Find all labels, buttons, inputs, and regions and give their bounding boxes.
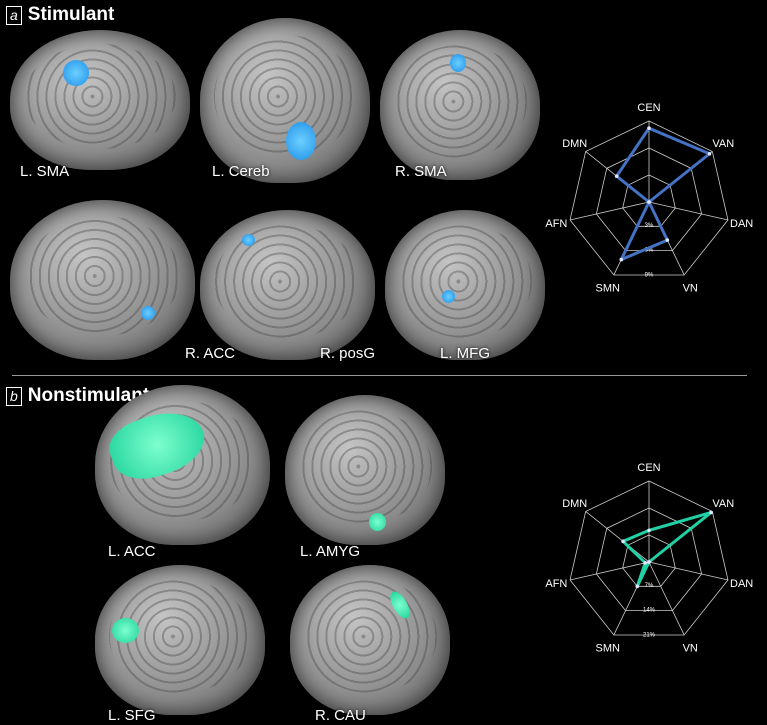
grid-spoke bbox=[569, 561, 650, 581]
grid-spoke bbox=[648, 561, 729, 581]
brain-image bbox=[10, 30, 190, 170]
brain-image bbox=[200, 18, 370, 183]
activation-blob bbox=[141, 306, 155, 320]
activation-blob bbox=[112, 618, 139, 643]
grid-ring bbox=[569, 120, 729, 276]
axis-label: CEN bbox=[637, 462, 660, 474]
brain-image bbox=[10, 200, 195, 360]
axis-label: AFN bbox=[545, 578, 567, 590]
data-point bbox=[621, 539, 625, 544]
activation-blob bbox=[442, 290, 455, 303]
axis-label: VN bbox=[683, 643, 698, 655]
data-point bbox=[614, 174, 619, 178]
activation-blob bbox=[63, 60, 89, 86]
tick-label: 6% bbox=[645, 248, 654, 254]
grid-spoke bbox=[648, 561, 685, 636]
grid-ring bbox=[569, 480, 729, 636]
panel-title-text: Stimulant bbox=[27, 4, 115, 25]
panel-b-title: b Nonstimulant bbox=[6, 385, 149, 407]
panel-divider bbox=[12, 375, 747, 376]
data-point bbox=[647, 560, 651, 564]
panel-letter: a bbox=[6, 5, 22, 25]
axis-label: CEN bbox=[637, 102, 660, 114]
tick-label: 21% bbox=[643, 633, 656, 639]
data-point bbox=[707, 151, 712, 156]
region-label: L. SMA bbox=[20, 163, 70, 180]
grid-ring bbox=[595, 147, 703, 252]
grid-ring bbox=[595, 507, 703, 612]
brain-image bbox=[200, 210, 375, 360]
data-point bbox=[635, 584, 640, 589]
axis-label: SMN bbox=[596, 283, 621, 295]
tick-label: 14% bbox=[643, 608, 656, 614]
data-point bbox=[665, 238, 670, 242]
data-point bbox=[619, 257, 624, 262]
activation-blob bbox=[242, 234, 255, 246]
tick-label: 9% bbox=[645, 273, 654, 279]
tick-label: 7% bbox=[645, 583, 654, 589]
data-series-line bbox=[621, 510, 713, 588]
activation-blob bbox=[369, 513, 386, 531]
axis-label: AFN bbox=[545, 218, 567, 230]
data-point bbox=[647, 528, 651, 533]
region-label: L. AMYG bbox=[300, 543, 361, 560]
radar-chart-nonstimulant: CEN VAN DAN VN SMN AFN DMN 7% 14% 21% bbox=[545, 462, 753, 655]
brain-image bbox=[285, 395, 445, 545]
activation-blob bbox=[450, 54, 466, 72]
data-point bbox=[709, 510, 713, 515]
data-point bbox=[643, 561, 648, 565]
grid-spoke bbox=[585, 511, 650, 563]
axis-label: SMN bbox=[596, 643, 621, 655]
region-label: L. ACC bbox=[108, 543, 156, 560]
brain-image bbox=[380, 30, 540, 180]
panel-title-text: Nonstimulant bbox=[27, 385, 150, 406]
data-series-line bbox=[615, 126, 712, 262]
panel-a-title: a Stimulant bbox=[6, 4, 114, 26]
axis-label: DMN bbox=[562, 138, 587, 150]
region-label: R. SMA bbox=[395, 163, 447, 180]
data-point bbox=[647, 126, 651, 130]
brain-image bbox=[385, 210, 545, 360]
axis-label: DAN bbox=[730, 578, 753, 590]
data-point bbox=[647, 200, 651, 204]
radar-chart-stimulant: CEN VAN DAN VN SMN AFN DMN 3% 6% 9% bbox=[545, 102, 753, 295]
region-label: L. SFG bbox=[108, 707, 156, 724]
axis-label: VAN bbox=[712, 138, 734, 150]
axis-label: VN bbox=[683, 283, 698, 295]
tick-label: 3% bbox=[645, 223, 654, 229]
grid-ring bbox=[622, 534, 676, 587]
grid-spoke bbox=[648, 201, 729, 221]
axis-label: DAN bbox=[730, 218, 753, 230]
brain-image bbox=[290, 565, 450, 715]
region-label: R. posG bbox=[320, 345, 376, 362]
grid-spoke bbox=[569, 201, 650, 221]
axis-label: VAN bbox=[712, 498, 734, 510]
region-label: L. Cereb bbox=[212, 163, 270, 180]
activation-blob bbox=[286, 122, 316, 160]
region-label: R. ACC bbox=[185, 345, 236, 362]
region-label: L. MFG bbox=[440, 345, 491, 362]
axis-label: DMN bbox=[562, 498, 587, 510]
grid-ring bbox=[622, 174, 676, 227]
region-label: R. CAU bbox=[315, 707, 366, 724]
panel-letter: b bbox=[6, 386, 22, 406]
